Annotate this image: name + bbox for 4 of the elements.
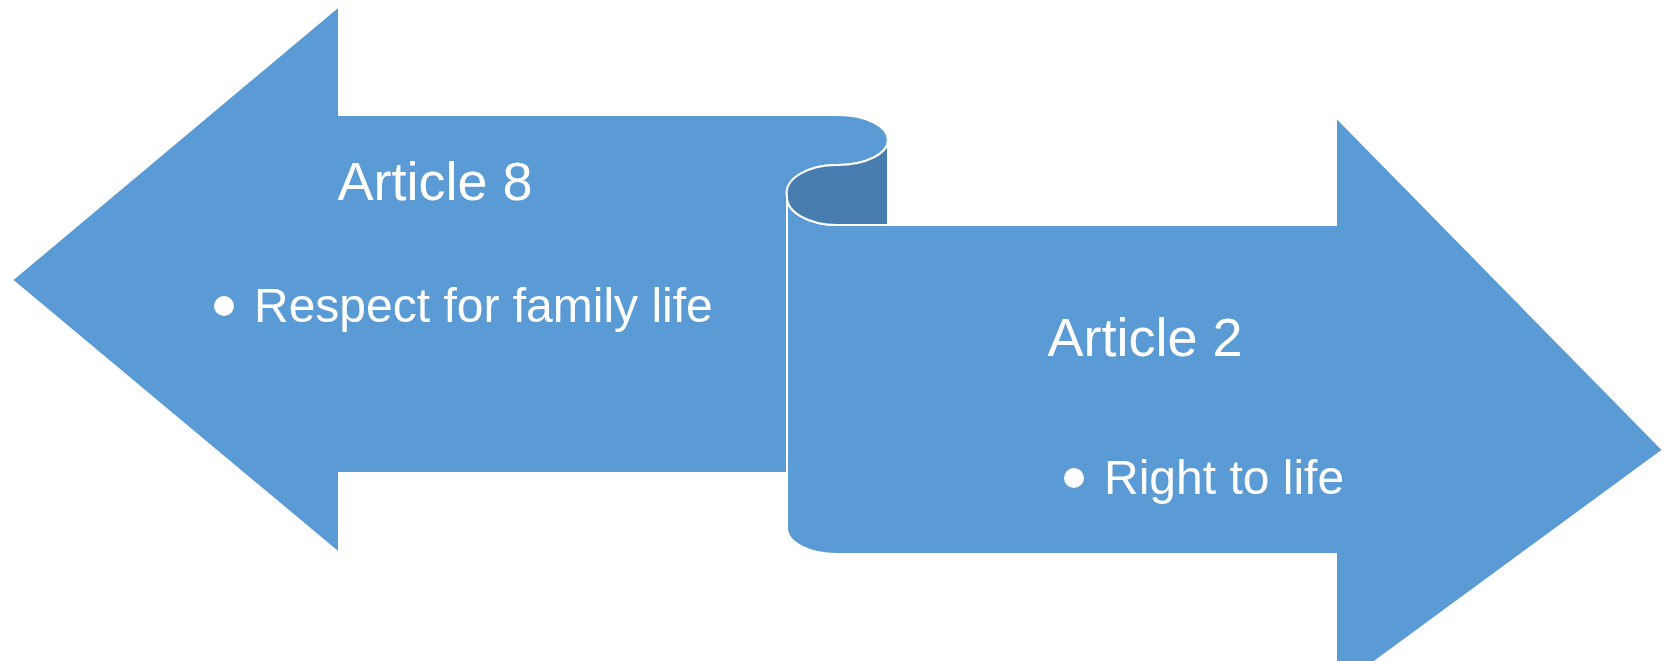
bullet-text: Respect for family life [254,278,714,334]
heading: Article 8 [336,150,534,212]
heading: Article 2 [1046,306,1244,368]
bullet-text: Right to life [1104,450,1346,506]
